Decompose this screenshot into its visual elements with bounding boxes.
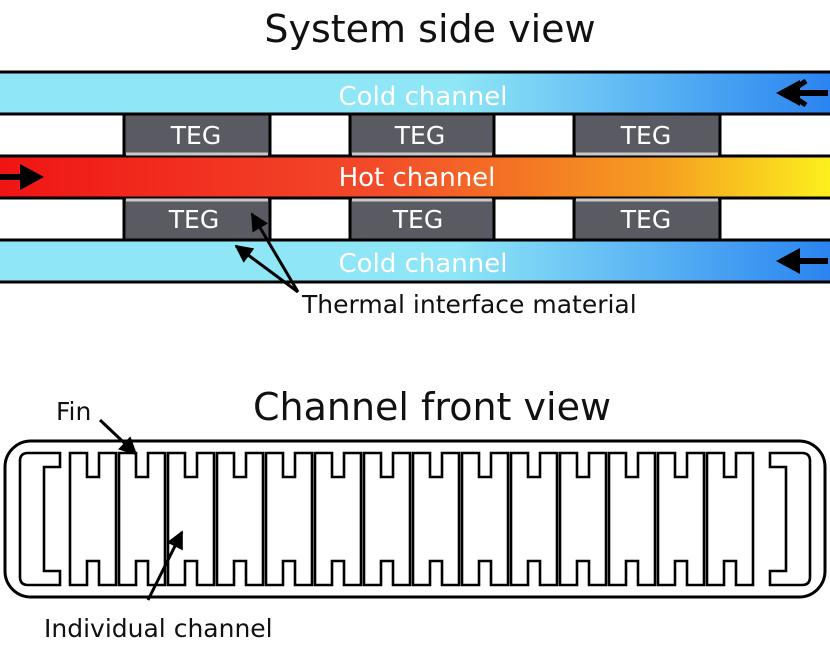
- teg-label: TEG: [394, 121, 445, 150]
- fin-outline: [215, 451, 265, 587]
- fin-outline: [117, 451, 167, 587]
- cold-channel-bottom: [0, 240, 830, 282]
- teg-label: TEG: [168, 205, 219, 234]
- side-view-title: System side view: [264, 7, 595, 51]
- fin-outline: [768, 451, 812, 587]
- teg-label: TEG: [170, 121, 221, 150]
- arrow-left-icon: [776, 248, 800, 274]
- hot-channel: [0, 156, 830, 198]
- fin-outline: [558, 451, 608, 587]
- fin-outline: [460, 451, 510, 587]
- tim-pointer-line: [234, 244, 299, 294]
- channel-fins: [18, 451, 812, 587]
- front-view-title: Channel front view: [253, 385, 611, 429]
- teg-module: TEG: [572, 112, 722, 158]
- teg-row-top: TEG TEG TEG: [122, 112, 722, 158]
- fin-outline: [264, 451, 314, 587]
- front-view: Fin Individual channel: [3, 397, 827, 643]
- fin-pointer-line: [98, 418, 138, 456]
- fin-outline: [411, 451, 461, 587]
- fin-outline: [656, 451, 706, 587]
- tim-label: Thermal interface material: [301, 290, 637, 319]
- teg-module: TEG: [348, 196, 496, 242]
- teg-module: TEG: [348, 112, 496, 158]
- fin-outline: [705, 451, 755, 587]
- arrow-right-icon: [20, 164, 44, 190]
- cold-channel-top: [0, 72, 830, 114]
- side-view: Cold channel Hot channel Cold channel TE…: [0, 70, 830, 319]
- teg-module: TEG: [122, 112, 272, 158]
- fin-outline: [313, 451, 363, 587]
- fin-outline: [166, 451, 216, 587]
- fin-outline: [68, 451, 118, 587]
- fin-outline: [509, 451, 559, 587]
- teg-label: TEG: [392, 205, 443, 234]
- hot-channel-label: Hot channel: [339, 163, 496, 193]
- fin-outline: [362, 451, 412, 587]
- teg-label: TEG: [620, 205, 671, 234]
- individual-channel-label: Individual channel: [44, 614, 273, 643]
- channel-outer-wall: [3, 439, 827, 599]
- cold-channel-bottom-label: Cold channel: [339, 249, 508, 279]
- fin-outline: [607, 451, 657, 587]
- fin-outline: [18, 451, 62, 587]
- fin-label: Fin: [56, 397, 91, 426]
- cold-channel-top-label: Cold channel: [339, 82, 508, 112]
- teg-module: TEG: [122, 196, 272, 242]
- tim-pointer-line: [250, 212, 300, 293]
- individual-channel-pointer-line: [146, 530, 184, 601]
- teg-label: TEG: [620, 121, 671, 150]
- teg-module: TEG: [572, 196, 722, 242]
- arrow-left-icon: [776, 80, 800, 106]
- teg-row-bottom: TEG TEG TEG: [122, 196, 722, 242]
